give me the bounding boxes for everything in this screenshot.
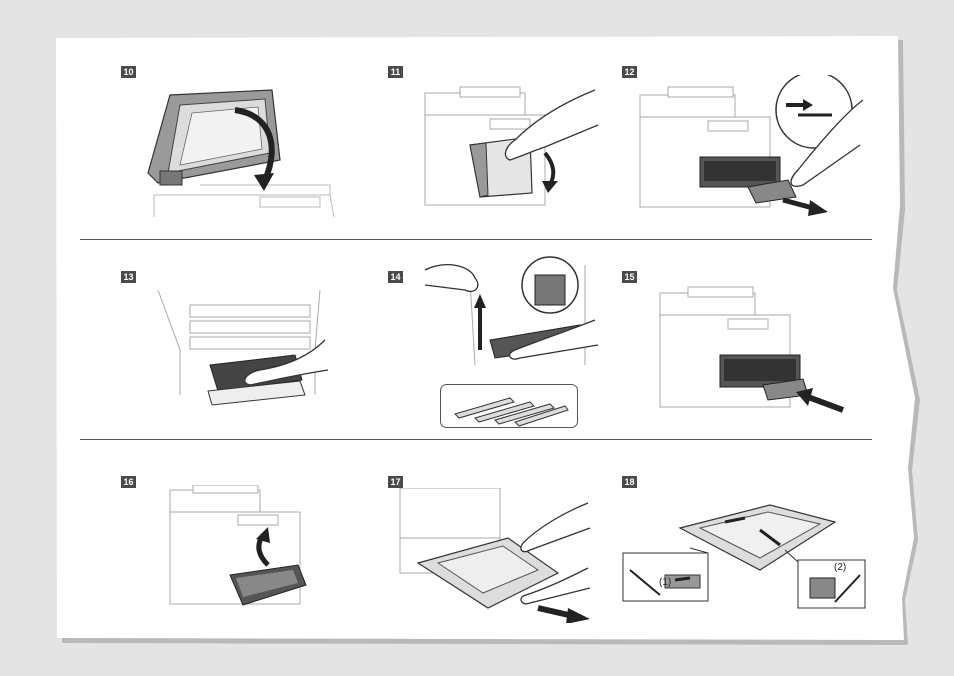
step-15-illustration [658, 285, 848, 415]
step-11-badge: 11 [388, 66, 403, 78]
callout-label-1: (1) [659, 577, 671, 588]
step-11-illustration [420, 85, 600, 215]
step-16-badge: 16 [121, 476, 136, 488]
row-divider-2 [80, 439, 872, 440]
step-13-illustration [150, 285, 330, 415]
step-18-badge: 18 [622, 476, 637, 488]
step-15-badge: 15 [622, 271, 637, 283]
push-arrow-icon [808, 397, 843, 410]
step-10-badge: 10 [121, 66, 136, 78]
step-12-badge: 12 [622, 66, 637, 78]
step-12-illustration [638, 75, 868, 220]
step-14-illustration [420, 250, 600, 380]
guide-arrow-1-icon [675, 578, 690, 580]
step-18-illustration: (1) (2) [620, 500, 870, 610]
step-13-badge: 13 [121, 271, 136, 283]
step-14-badge: 14 [388, 271, 403, 283]
step-10-illustration [140, 85, 340, 217]
step-17-illustration [398, 488, 593, 623]
step-17-badge: 17 [388, 476, 403, 488]
callout-label-2: (2) [834, 562, 846, 573]
row-divider-1 [80, 239, 872, 240]
curved-arrow-icon [545, 153, 553, 185]
step-16-illustration [168, 485, 313, 610]
step-14-tapes-box [440, 384, 578, 428]
